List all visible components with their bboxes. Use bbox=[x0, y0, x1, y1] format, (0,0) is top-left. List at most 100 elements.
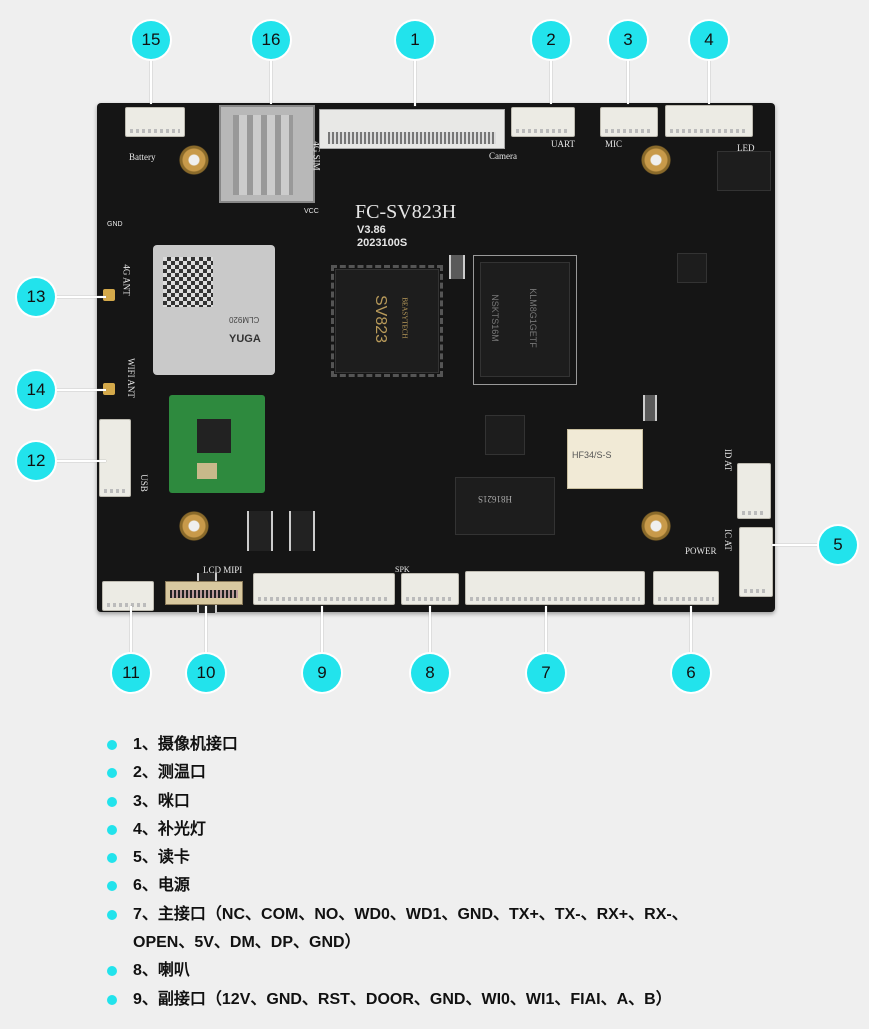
callout-3: 3 bbox=[609, 21, 647, 59]
silk-lcd-mipi: LCD MIPI bbox=[203, 565, 243, 575]
wifi-module bbox=[169, 395, 265, 493]
soc-chip: SV823 BEASYTECH bbox=[331, 265, 443, 377]
leader-line bbox=[414, 58, 416, 106]
bullet-icon bbox=[107, 881, 117, 892]
board-version: V3.86 bbox=[357, 224, 386, 236]
flash-label: KLM8G1GETF bbox=[527, 288, 538, 348]
leader-line bbox=[545, 606, 547, 656]
legend-text: 1、摄像机接口 bbox=[133, 736, 238, 753]
leader-line bbox=[130, 606, 132, 656]
callout-2: 2 bbox=[532, 21, 570, 59]
lan-transformer: H81621S bbox=[455, 477, 555, 535]
mount-hole bbox=[179, 145, 209, 175]
qr-code bbox=[163, 257, 213, 307]
relay-label: HF34/S-S bbox=[572, 450, 612, 460]
legend-text: OPEN、5V、DM、DP、GND） bbox=[133, 934, 361, 952]
silk-4g-ant: 4G ANT bbox=[121, 264, 132, 296]
silk-led: LED bbox=[737, 143, 755, 153]
mount-hole bbox=[641, 511, 671, 541]
silk-mic: MIC bbox=[605, 139, 623, 149]
silk-gnd: GND bbox=[107, 221, 123, 228]
silk-spk: SPK bbox=[395, 565, 410, 574]
silk-usb: USB bbox=[138, 474, 149, 492]
leader-line bbox=[54, 460, 106, 462]
card-reader-connector bbox=[739, 527, 773, 597]
soc-label: SV823 bbox=[372, 294, 390, 344]
bullet-icon bbox=[107, 740, 117, 750]
legend-list: 1、摄像机接口 2、测温口 3、咪口 4、补光灯 5、读卡 6、电源 7、主接口… bbox=[104, 733, 688, 1016]
aux-interface-connector bbox=[253, 573, 395, 605]
lan-label: H81621S bbox=[478, 494, 513, 504]
legend-item: 7、主接口（NC、COM、NO、WD0、WD1、GND、TX+、TX-、RX+、… bbox=[104, 903, 688, 931]
led-connector bbox=[665, 105, 753, 137]
flash-chip: KLM8G1GETF NSKTS16M bbox=[480, 262, 570, 377]
4g-antenna-connector bbox=[103, 289, 115, 301]
bullet-icon bbox=[107, 966, 117, 977]
id-at-connector bbox=[737, 463, 771, 519]
legend-text: 5、读卡 bbox=[133, 849, 190, 867]
legend-text: 3、咪口 bbox=[133, 792, 190, 810]
callout-14: 14 bbox=[17, 371, 55, 409]
battery-connector bbox=[125, 107, 185, 137]
legend-text: 2、测温口 bbox=[133, 764, 206, 782]
bullet-icon bbox=[107, 796, 117, 807]
callout-7: 7 bbox=[527, 654, 565, 692]
leader-line bbox=[205, 606, 207, 656]
silk-ic-at: IC AT bbox=[722, 529, 733, 551]
legend-item: 2、测温口 bbox=[104, 761, 688, 789]
legend-item: 3、咪口 bbox=[104, 790, 688, 818]
module-model: CLM920 bbox=[229, 315, 260, 324]
bullet-icon bbox=[107, 994, 117, 1005]
leader-line bbox=[321, 606, 323, 656]
legend-item: 6、电源 bbox=[104, 874, 688, 902]
bullet-icon bbox=[107, 768, 117, 779]
leader-line bbox=[54, 389, 106, 391]
callout-11: 11 bbox=[112, 654, 150, 692]
camera-connector bbox=[319, 109, 505, 149]
legend-text: 6、电源 bbox=[133, 877, 190, 895]
lcd-mipi-connector bbox=[165, 581, 243, 605]
ethernet-phy-chip bbox=[485, 415, 525, 455]
legend-item: 9、副接口（12V、GND、RST、DOOR、GND、WI0、WI1、FIAI、… bbox=[104, 988, 688, 1016]
mic-connector bbox=[600, 107, 658, 137]
legend-item: 8、喇叭 bbox=[104, 959, 688, 987]
leader-line bbox=[429, 606, 431, 656]
callout-6: 6 bbox=[672, 654, 710, 692]
mount-hole bbox=[641, 145, 671, 175]
sim-card-slot bbox=[219, 105, 315, 203]
bullet-icon bbox=[107, 909, 117, 920]
callout-10: 10 bbox=[187, 654, 225, 692]
4g-module: YUGA CLM920 bbox=[153, 245, 275, 375]
legend-item: 5、读卡 bbox=[104, 846, 688, 874]
legend-text: 9、副接口（12V、GND、RST、DOOR、GND、WI0、WI1、FIAI、… bbox=[133, 990, 672, 1008]
callout-4: 4 bbox=[690, 21, 728, 59]
leader-line bbox=[708, 58, 710, 104]
pcb-board: Battery 4G SIM VCC GND Camera UART MIC L… bbox=[97, 103, 775, 613]
silk-id-at: ID AT bbox=[723, 448, 734, 472]
relay: HF34/S-S bbox=[567, 429, 643, 489]
silk-camera: Camera bbox=[489, 151, 517, 161]
callout-1: 1 bbox=[396, 21, 434, 59]
wifi-antenna-connector bbox=[103, 383, 115, 395]
power-connector bbox=[653, 571, 719, 605]
ram-label: NSKTS16M bbox=[489, 294, 500, 342]
board-model: FC-SV823H bbox=[355, 201, 457, 223]
soc-brand: BEASYTECH bbox=[400, 297, 409, 339]
board-date: 2023100S bbox=[357, 237, 408, 249]
leader-line bbox=[550, 58, 552, 104]
usb-connector bbox=[99, 419, 131, 497]
callout-16: 16 bbox=[252, 21, 290, 59]
leader-line bbox=[772, 544, 820, 546]
callout-12: 12 bbox=[17, 442, 55, 480]
leader-line bbox=[627, 58, 629, 104]
bullet-icon bbox=[107, 853, 117, 864]
mount-hole bbox=[179, 511, 209, 541]
bullet-icon bbox=[107, 824, 117, 835]
power-ic bbox=[677, 253, 707, 283]
leader-line bbox=[690, 606, 692, 656]
legend-text: 4、补光灯 bbox=[133, 820, 206, 838]
legend-item: 1、摄像机接口 bbox=[104, 733, 688, 761]
led-driver bbox=[717, 151, 771, 191]
capacitor bbox=[449, 255, 465, 279]
legend-text: 8、喇叭 bbox=[133, 962, 190, 980]
